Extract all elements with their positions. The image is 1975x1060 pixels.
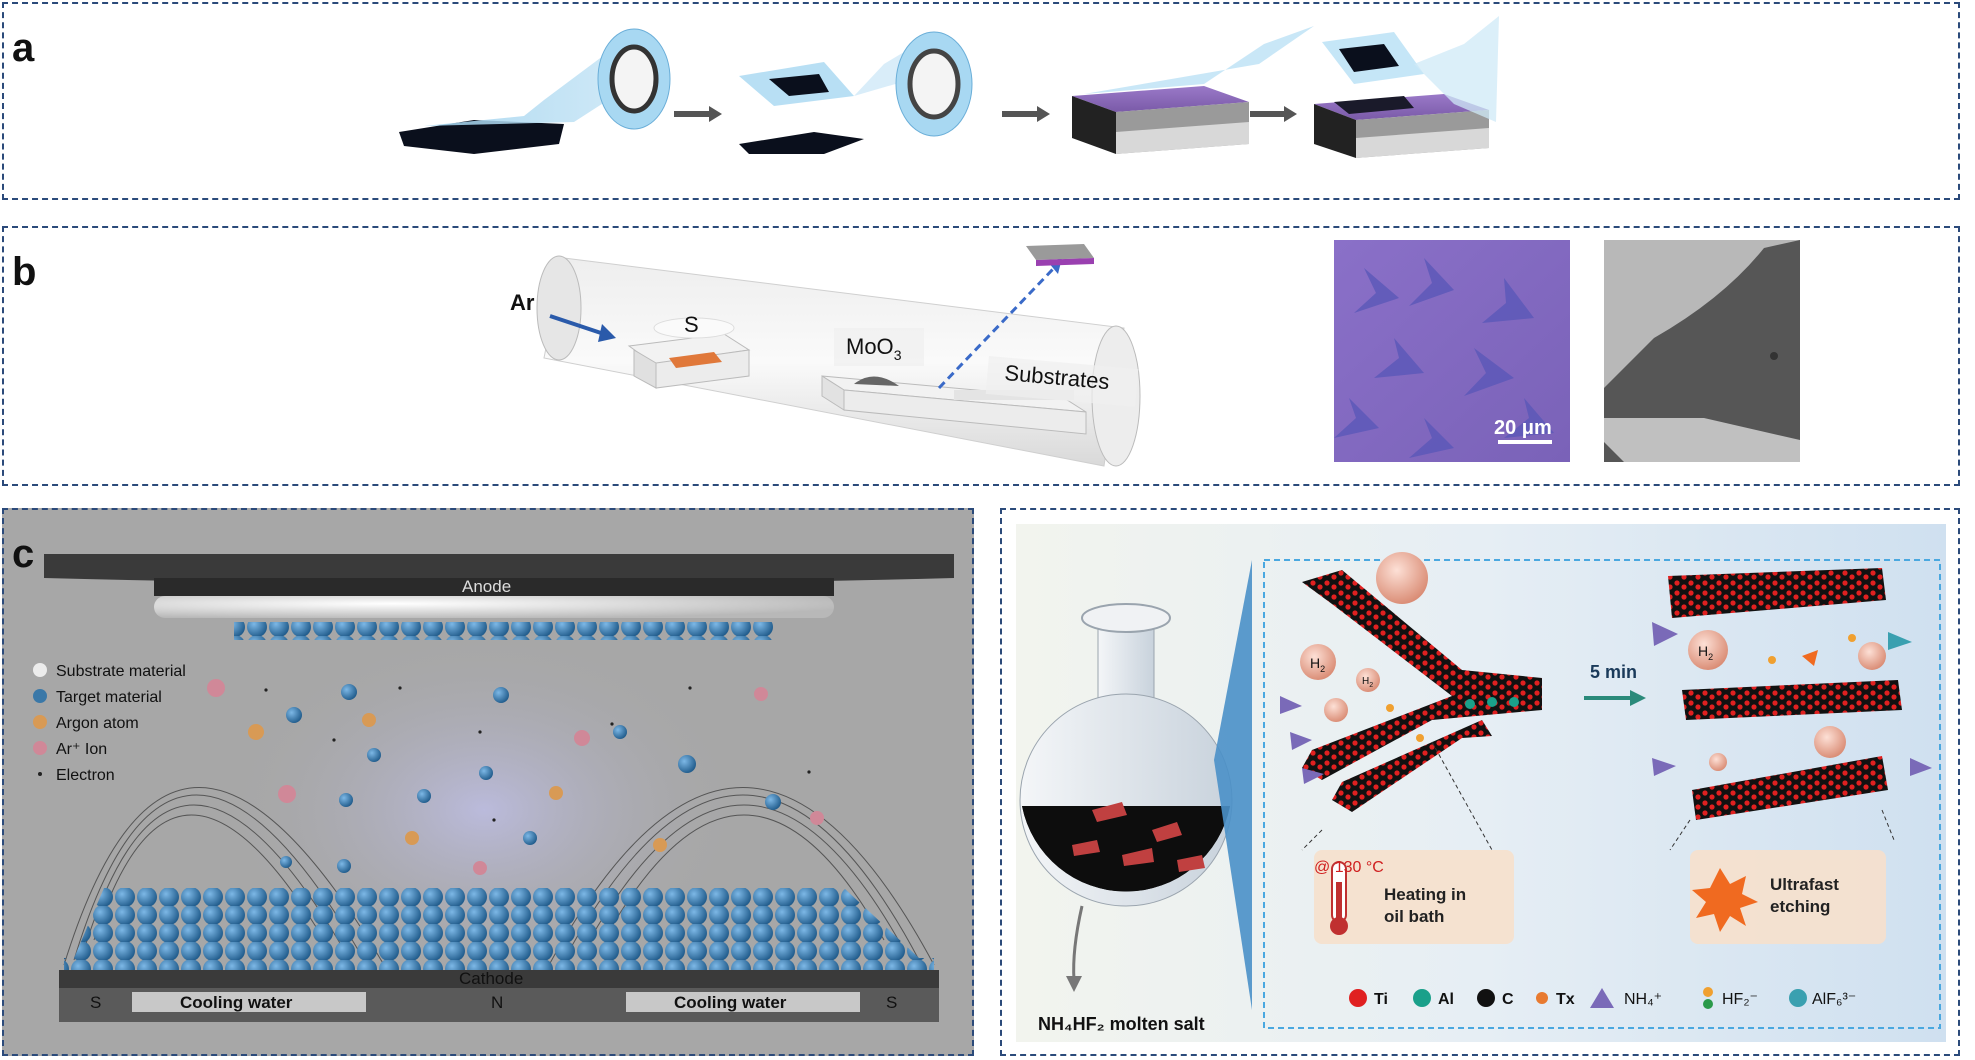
temperature-label: @ 130 °C (1314, 859, 1384, 876)
moo3-label: MoO3 (846, 334, 902, 363)
legend-d: Ti Al C Tx NH₄⁺ HF₂⁻ AlF₆³⁻ (1349, 987, 1856, 1009)
heating-line2: oil bath (1384, 907, 1444, 926)
legend-c: C (1502, 991, 1514, 1008)
svg-text:H2: H2 (1362, 676, 1373, 689)
thermometer-icon (1330, 861, 1348, 935)
step4-flake-on-substrate (1314, 16, 1499, 158)
legend-ar-ion: Ar⁺ Ion (56, 741, 107, 758)
cooling-channel-right (626, 992, 860, 1012)
legend-argon-atom: Argon atom (56, 715, 139, 732)
panel-a: a (2, 2, 1960, 200)
target-surface (74, 888, 919, 958)
deposition-arrow (937, 266, 1056, 390)
h2-bubbles-right: H2 (1688, 630, 1886, 771)
anode-label: Anode (462, 577, 511, 596)
svg-text:H2: H2 (1310, 655, 1325, 674)
etching-line1: Ultrafast (1770, 875, 1839, 894)
panel-a-label: a (12, 26, 35, 70)
legend-al: Al (1438, 991, 1454, 1008)
flask-callout (1214, 560, 1252, 1010)
legend-target: Target material (56, 689, 162, 706)
sem-image (1604, 240, 1800, 462)
step3-tape-on-substrate (1072, 26, 1314, 154)
ions-left (1280, 696, 1424, 784)
flask-caption: NH₄HF₂ molten salt (1038, 1014, 1205, 1034)
legend-alf6: AlF₆³⁻ (1812, 991, 1856, 1008)
h2-bubbles-left: H2 H2 (1300, 552, 1428, 722)
panel-b-label: b (12, 250, 37, 294)
cooling-left-label: Cooling water (180, 993, 293, 1012)
etching-line2: etching (1770, 897, 1830, 916)
optical-micrograph: 20 μm (1334, 240, 1570, 462)
panel-c-label: c (12, 532, 35, 576)
cathode-plate (59, 970, 939, 988)
sulfur-label: S (684, 312, 699, 337)
legend-ti: Ti (1374, 991, 1388, 1008)
legend-electron: Electron (56, 767, 115, 784)
pole-s-left: S (90, 993, 101, 1012)
legend-hf2: HF₂⁻ (1722, 991, 1758, 1008)
step1-tape-on-crystal (399, 28, 671, 154)
etching-illustration: NH₄HF₂ molten salt H2 H2 5 min (1016, 524, 1946, 1042)
panel-d: d (1000, 508, 1960, 1056)
cooling-right-label: Cooling water (674, 993, 787, 1012)
ar-flow-arrow (549, 314, 605, 336)
ions-right (1652, 622, 1932, 776)
legend-substrate: Substrate material (56, 663, 186, 680)
reaction-box (1263, 559, 1941, 1029)
mxene-before (1301, 570, 1542, 851)
pole-n: N (491, 993, 503, 1012)
scale-bar (1498, 440, 1552, 444)
heating-callout (1314, 850, 1514, 944)
panel-b: b S MoO3 (2, 226, 1960, 486)
gas-label: Ar (510, 290, 535, 315)
pole-s-right: S (886, 993, 897, 1012)
mxene-after (1668, 568, 1902, 851)
svg-text:H2: H2 (1698, 643, 1713, 662)
cathode-label: Cathode (459, 969, 523, 988)
anode-plate (44, 554, 954, 584)
scale-bar-label: 20 μm (1494, 417, 1552, 439)
sputtered-particles (207, 679, 824, 875)
time-label: 5 min (1590, 662, 1637, 682)
substrate-atom-row (154, 596, 834, 618)
sulfur-boat (627, 333, 751, 389)
sputtering-illustration: Anode Substrate material Target material… (33, 554, 954, 1022)
cooling-channel-left (132, 992, 366, 1012)
explosion-icon (1692, 868, 1758, 932)
legend-nh4: NH₄⁺ (1624, 991, 1662, 1008)
flask (1019, 603, 1233, 907)
step2-peeled-flake (739, 31, 973, 154)
panel-c: c Anode (2, 508, 974, 1056)
legend-tx: Tx (1556, 991, 1575, 1008)
magnetic-field-lines (63, 787, 935, 966)
flask-pointer (1072, 905, 1084, 981)
legend: Substrate material Target material Argon… (33, 663, 186, 784)
cvd-furnace-illustration: S MoO3 Substrates Ar (510, 240, 1800, 467)
exfoliation-illustration (399, 16, 1499, 158)
substrate-chip (1026, 244, 1094, 266)
heating-line1: Heating in (1384, 885, 1466, 904)
